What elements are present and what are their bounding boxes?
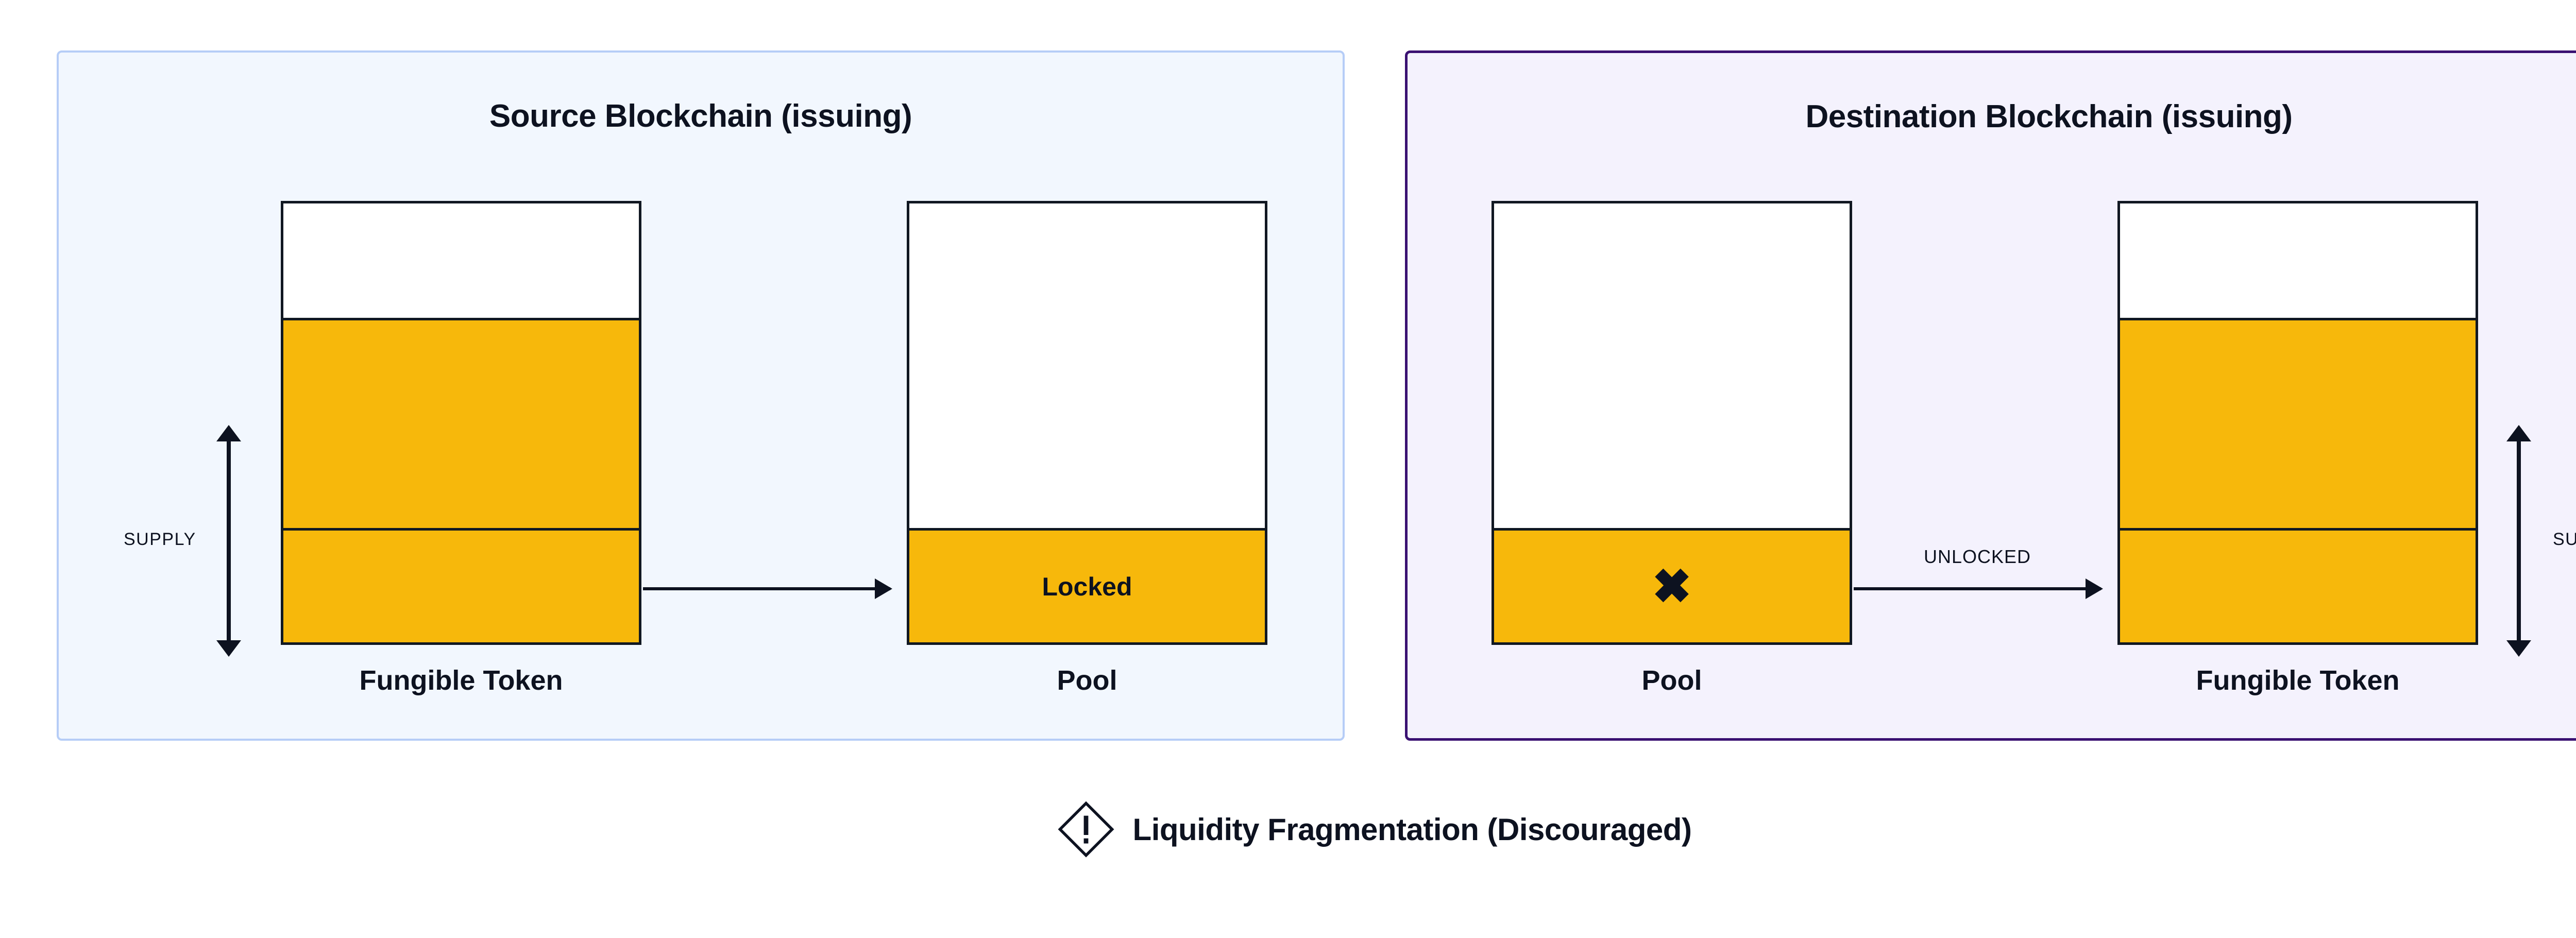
flow-label-unlocked: UNLOCKED [1923,546,2031,567]
bar-segment-fill-unavailable: ✖ [1494,528,1850,642]
bar-segment-empty [909,203,1265,528]
footer-note-text: Liquidity Fragmentation (Discouraged) [1132,812,1692,847]
bar-destination-fungible-token [2117,201,2478,645]
footer-note: Liquidity Fragmentation (Discouraged) [0,801,2576,858]
bar-segment-empty [1494,203,1850,528]
bar-segment-fill [2120,317,2476,528]
panel-title-destination: Destination Blockchain (issuing) [1805,99,2293,134]
panel-title-source: Source Blockchain (issuing) [489,98,912,134]
cross-x-icon: ✖ [1652,560,1692,613]
bar-source-pool: Locked [907,201,1267,645]
bar-source-fungible-token [281,201,641,645]
bar-segment-label-locked: Locked [1042,572,1132,601]
flow-arrow-lock [643,587,890,590]
bar-segment-fill [283,317,639,528]
bar-segment-empty [2120,203,2476,318]
supply-double-arrow-source [227,440,231,641]
bar-segment-fill-locked: Locked [909,528,1265,642]
flow-arrow-unlock [1854,587,2101,590]
bar-caption-source-pool: Pool [1057,665,1117,696]
bar-caption-destination-pool: Pool [1641,665,1702,696]
bar-caption-destination-fungible-token: Fungible Token [2196,665,2400,696]
bar-segment-fill [283,528,639,642]
supply-label-source: SUPPLY [124,530,196,549]
bar-segment-fill [2120,528,2476,642]
warning-diamond-icon [1058,801,1114,858]
bar-destination-pool: ✖ [1492,201,1852,645]
bar-segment-empty [283,203,639,318]
supply-double-arrow-destination [2517,440,2521,641]
bar-caption-source-fungible-token: Fungible Token [359,665,563,696]
supply-label-destination: SUPPLY [2553,530,2576,549]
